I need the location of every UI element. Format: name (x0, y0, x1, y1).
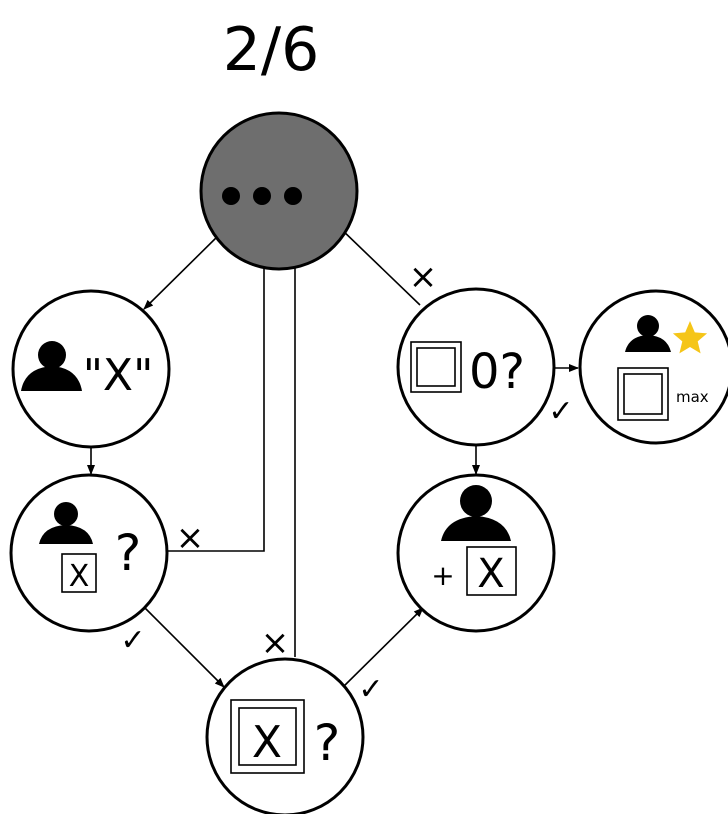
node-board-check: X ? (205, 657, 365, 814)
node-has-tile: X ? (9, 473, 169, 633)
accept-mark-zero-check: ✓ (548, 394, 573, 429)
accept-mark-board-check: ✓ (358, 672, 383, 707)
edge-board-check-accept (339, 607, 424, 691)
player-icon (441, 485, 511, 541)
board-frame-inner (416, 347, 456, 387)
node-max-winner: max (578, 289, 728, 445)
quoted-word: "X" (83, 350, 154, 401)
has-tile-circle (9, 473, 169, 633)
node-say-word: "X" (11, 289, 171, 449)
edge-has-tile-reject (168, 249, 268, 552)
tile-box (61, 553, 97, 593)
tile-letter: X (69, 559, 90, 594)
edges (87, 225, 579, 691)
star-icon (672, 321, 708, 354)
accept-mark-has-tile: ✓ (120, 623, 145, 658)
ellipsis-dot (253, 187, 271, 205)
start-circle (199, 111, 359, 271)
ellipsis-dot (222, 187, 240, 205)
player-icon (625, 315, 671, 352)
player-icon (21, 341, 82, 391)
player-icon (39, 502, 93, 544)
edge-zero-check-reject (337, 225, 421, 306)
reject-mark-zero-check: × (409, 257, 438, 297)
ellipsis-dot (284, 187, 302, 205)
question-mark: ? (115, 524, 142, 582)
step-counter: 2/6 (223, 15, 320, 85)
zero-check-circle (396, 287, 556, 447)
board-frame-inner (623, 373, 663, 415)
reject-mark-has-tile: × (176, 518, 205, 558)
node-start (199, 111, 359, 271)
say-word-circle (11, 289, 171, 449)
edge-start-to-say-word (143, 231, 223, 310)
question-mark: ? (314, 714, 341, 772)
zero-question: 0? (469, 344, 525, 400)
tile-letter: X (252, 717, 282, 768)
tile-letter: X (477, 551, 504, 597)
edge-has-tile-accept (142, 605, 225, 688)
plus-sign: + (431, 559, 454, 592)
reject-mark-board-check: × (261, 623, 290, 663)
node-zero-check: 0? (396, 287, 556, 447)
node-add-tile: + X (396, 473, 556, 633)
max-label: max (676, 388, 709, 406)
board-frame-inner (238, 707, 297, 766)
tile-box (466, 546, 517, 596)
